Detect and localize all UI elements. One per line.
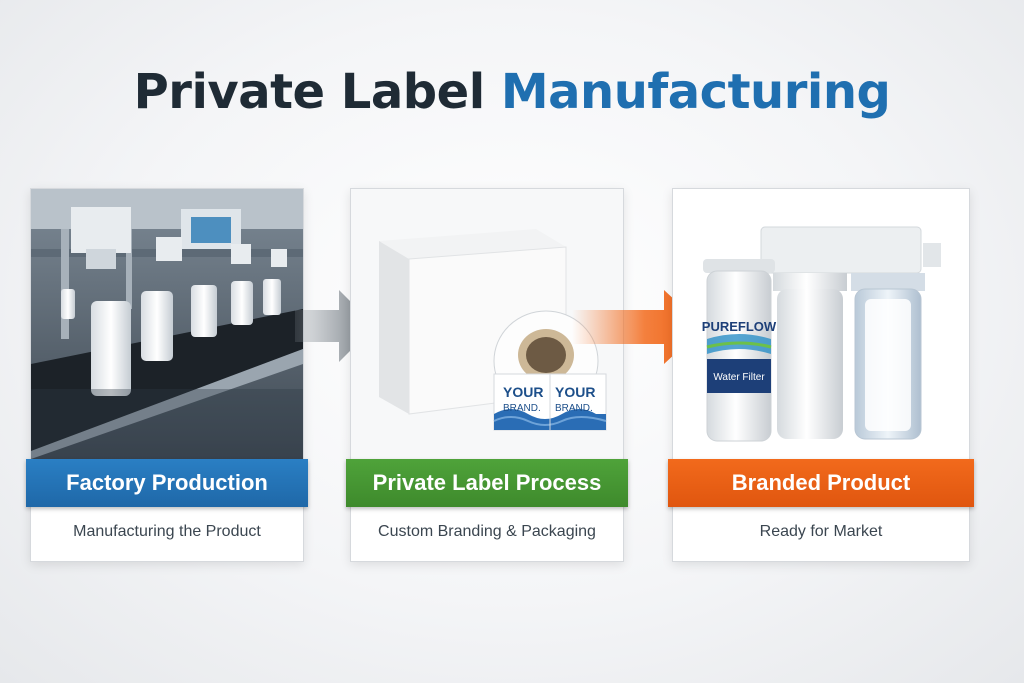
product-name: Water Filter [713, 372, 765, 383]
factory-photo [31, 189, 303, 459]
step-banner-private-label: Private Label Process [346, 459, 628, 507]
banner-label: Branded Product [731, 470, 911, 495]
product-brand: PUREFLOW [702, 319, 777, 334]
label-roll-text2: BRAND. [503, 403, 541, 414]
step-subtitle: Custom Branding & Packaging [378, 523, 596, 540]
product-photo: PUREFLOW Water Filter [673, 189, 969, 459]
banner-label: Factory Production [66, 470, 268, 495]
step-subtitle: Ready for Market [759, 523, 883, 540]
page-title: Private Label Manufacturing [0, 64, 1024, 120]
title-part2: Manufacturing [500, 64, 891, 120]
step-banner-factory: Factory Production [26, 459, 308, 507]
label-roll-text1-b: YOUR [555, 384, 595, 400]
banner-label: Private Label Process [372, 470, 602, 495]
step-card-branded-product: PUREFLOW Water Filter Branded Product Re… [668, 188, 974, 562]
label-roll-text2-b: BRAND. [555, 403, 593, 414]
step-subtitle: Manufacturing the Product [73, 523, 261, 540]
step-banner-branded-product: Branded Product [668, 459, 974, 507]
title-part1: Private Label [133, 64, 486, 120]
arrow-right-orange-icon [572, 290, 704, 364]
step-card-private-label: YOUR BRAND. YOUR BRAND. Private Label Pr… [346, 188, 628, 562]
step-card-factory: Factory Production Manufacturing the Pro… [26, 188, 308, 562]
label-roll-text1: YOUR [503, 384, 543, 400]
